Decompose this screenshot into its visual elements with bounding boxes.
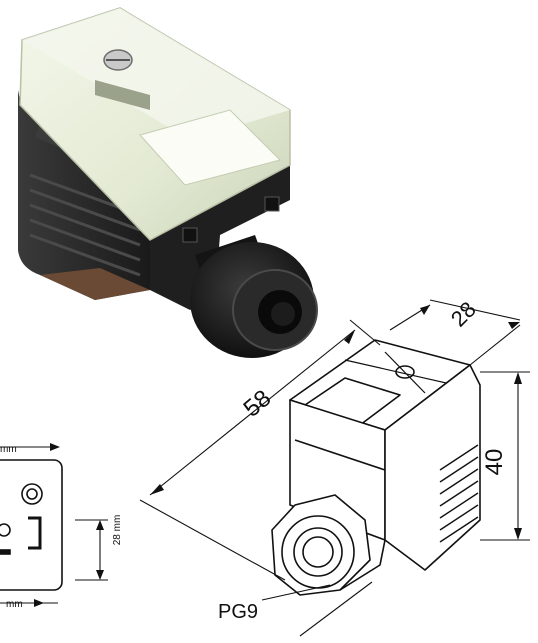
cap-top-face xyxy=(22,8,290,140)
thread-label: PG9 xyxy=(218,601,258,623)
connector-line-drawing xyxy=(271,339,481,596)
cable-gland xyxy=(190,235,318,358)
side-view-top-label: mm xyxy=(0,444,17,455)
dimension-arrows xyxy=(150,305,522,540)
side-view-contact xyxy=(28,516,42,550)
side-view-bottom-label: mm xyxy=(6,599,23,610)
dimension-height-label: 40 xyxy=(481,449,508,476)
housing-base-edge xyxy=(40,268,150,300)
side-view-vertical-label: 28 mm xyxy=(112,515,123,546)
cap-latch-right xyxy=(264,196,280,212)
side-view-plate xyxy=(0,459,63,591)
dimension-width-label: 28 xyxy=(446,297,481,332)
side-view-arrows xyxy=(34,443,104,607)
connector-photo xyxy=(18,7,318,358)
cap-screw xyxy=(103,49,133,71)
cap-latch-left xyxy=(182,227,198,243)
side-view-dimension-lines xyxy=(0,446,108,604)
drawing-ribs xyxy=(439,444,479,543)
dimension-length-label: 58 xyxy=(239,385,277,423)
drawing-cable-gland xyxy=(271,494,386,596)
cap-label-plate xyxy=(139,109,281,186)
side-view-drawing xyxy=(0,459,63,591)
dimension-lines xyxy=(139,299,530,637)
side-view-hole xyxy=(21,483,43,505)
cap-inner-marking xyxy=(95,80,150,110)
